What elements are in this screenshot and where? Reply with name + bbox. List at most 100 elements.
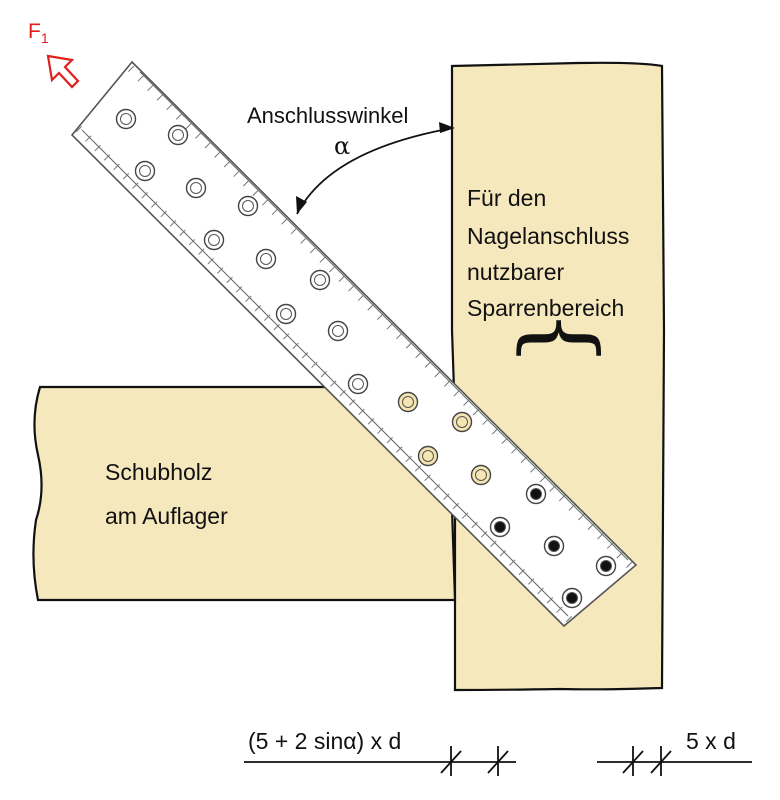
- strap-serration-lower: [537, 587, 544, 595]
- strap-serration-lower: [160, 210, 167, 218]
- strap-serration-lower: [245, 295, 252, 302]
- strap-serration-upper: [166, 103, 173, 111]
- angle-arrowhead-right: [439, 122, 455, 133]
- strap-serration-lower: [85, 135, 92, 142]
- strap-serration-upper: [549, 485, 556, 492]
- strap-serration-lower: [320, 370, 328, 378]
- strap-serration-upper: [501, 437, 508, 445]
- strap-serration-upper: [463, 399, 470, 406]
- angle-symbol: α: [334, 132, 350, 160]
- force-symbol: F: [28, 20, 41, 43]
- strap-serration-upper: [405, 342, 413, 349]
- strap-serration-upper: [195, 132, 202, 139]
- hole-inner: [314, 274, 326, 286]
- support-block: [32, 385, 457, 602]
- strap-serration-lower: [443, 493, 450, 500]
- strap-serration-upper: [568, 504, 575, 511]
- force-label: F1: [28, 20, 49, 46]
- strap-serration-lower: [301, 352, 309, 359]
- strap-serration-lower: [546, 597, 554, 604]
- strap-serration-lower: [207, 257, 214, 265]
- strap-serration-lower: [94, 144, 101, 152]
- strap-serration-lower: [141, 191, 148, 199]
- strap-serration-lower: [198, 248, 205, 255]
- hole-inner: [242, 200, 254, 212]
- strap-serration-upper: [558, 494, 566, 502]
- strap-serration-lower: [499, 550, 507, 557]
- strap-serration-lower: [348, 399, 356, 406]
- hole-inner: [402, 396, 414, 408]
- strap-serration-lower: [103, 154, 111, 161]
- hole-inner: [139, 165, 151, 177]
- strap-serration-upper: [185, 122, 192, 130]
- strap-serration-lower: [254, 305, 262, 312]
- strap-serration-upper: [300, 237, 307, 244]
- strap-serration-upper: [214, 151, 221, 158]
- block-caption-line-2: am Auflager: [105, 503, 228, 529]
- strap-serration-lower: [169, 220, 177, 227]
- strap-serration-lower: [311, 361, 318, 368]
- strap-serration-upper: [137, 75, 144, 82]
- strap-serration-upper: [147, 84, 154, 92]
- strap-serration-lower: [452, 502, 459, 510]
- rafter-caption-line-4: Sparrenbereich: [467, 295, 624, 321]
- strap-serration-upper: [616, 552, 623, 559]
- strap-serration-upper: [530, 466, 537, 473]
- hole-inner: [456, 416, 468, 428]
- strap-serration-lower: [527, 578, 535, 585]
- strap-serration-lower: [216, 267, 224, 274]
- strap-serration-upper: [472, 409, 480, 416]
- strap-serration-upper: [319, 256, 326, 263]
- hole-inner: [208, 234, 220, 246]
- nail-head: [530, 488, 542, 500]
- strap-serration-lower: [414, 465, 422, 472]
- strap-serration-lower: [235, 286, 243, 293]
- strap-serration-lower: [405, 455, 412, 463]
- hole-inner: [280, 308, 292, 320]
- strap-serration-lower: [113, 163, 120, 171]
- strap-edge-upper: [139, 71, 629, 561]
- nail-head: [494, 521, 506, 533]
- strap-serration-upper: [242, 180, 250, 187]
- strap-nail-holes: [115, 108, 617, 609]
- hole-inner: [190, 182, 202, 194]
- strap-serration-lower: [339, 389, 346, 397]
- hole-inner: [475, 469, 487, 481]
- strap-serration-upper: [376, 313, 384, 321]
- strap-serration-lower: [471, 521, 478, 529]
- strap-serration-upper: [156, 94, 164, 101]
- dimension-right: 5 x d: [597, 728, 752, 776]
- strap-serration-lower: [75, 125, 83, 133]
- rafter-caption-line-2: Nagelanschluss: [467, 223, 629, 249]
- strap-serration-lower: [386, 436, 393, 444]
- strap-serration-lower: [264, 314, 271, 321]
- force-arrow-icon: [46, 54, 80, 89]
- strap-serration-upper: [223, 161, 231, 168]
- strap-edge-serrations: [75, 65, 633, 623]
- nail-head: [566, 592, 578, 604]
- strap-serration-upper: [434, 370, 441, 378]
- strap-serration-upper: [338, 275, 346, 282]
- strap-serration-upper: [453, 389, 460, 397]
- strap-serration-upper: [329, 265, 336, 273]
- perforated-steel-strap: [70, 60, 638, 628]
- strap-serration-upper: [271, 208, 279, 216]
- force-arrow: F1: [28, 20, 80, 89]
- strap-serration-lower: [461, 512, 469, 519]
- dimension-right-label: 5 x d: [686, 728, 736, 754]
- hole-inner: [120, 113, 132, 125]
- strap-serration-lower: [490, 540, 497, 547]
- strap-serration-lower: [396, 446, 403, 453]
- force-subscript: 1: [41, 30, 49, 46]
- strap-serration-lower: [518, 568, 525, 576]
- strap-serration-upper: [204, 141, 211, 149]
- hole-inner: [332, 325, 344, 337]
- dimension-left-label: (5 + 2 sinα) x d: [248, 728, 401, 754]
- strap-serration-lower: [330, 380, 337, 387]
- strap-serration-upper: [587, 523, 595, 530]
- strap-serration-upper: [175, 113, 183, 120]
- strap-serration-upper: [415, 351, 422, 359]
- strap-serration-upper: [357, 294, 365, 301]
- strap-serration-upper: [262, 199, 269, 206]
